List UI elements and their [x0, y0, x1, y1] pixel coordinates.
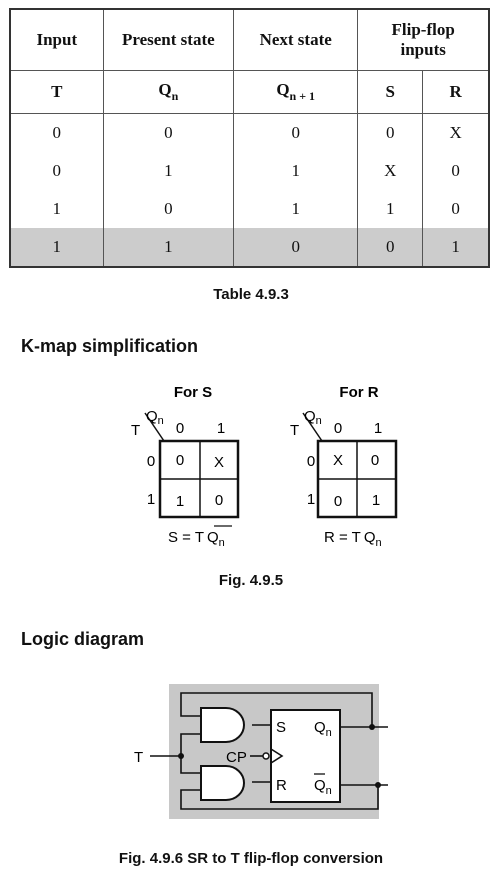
kmap-r-cell: X [333, 452, 343, 469]
kmap-r-cell: 0 [371, 452, 379, 469]
table-cell: 1 [9, 228, 104, 267]
header-input: Input [9, 9, 104, 71]
kmap-s-title: For S [174, 384, 212, 401]
and-gate-upper [200, 707, 245, 743]
table-cell: 0 [9, 113, 104, 152]
logic-diagram: T CP S R Qn Qn [134, 684, 388, 819]
table-caption: Table 4.9.3 [213, 286, 289, 303]
kmap-r-diagonal [302, 412, 323, 442]
and-gate-lower [200, 765, 245, 801]
table-row: 0 0 0 0 X [9, 113, 490, 152]
table-cell: 1 [422, 228, 490, 267]
subheader-t: T [9, 70, 104, 114]
kmap-s-row-0: 0 [147, 453, 155, 470]
table-cell: 1 [102, 228, 235, 267]
truth-table: Input Present state Next state Flip-flop… [9, 8, 490, 268]
header-next-state: Next state [233, 9, 359, 71]
table-row: 0 1 1 X 0 [9, 152, 490, 190]
table-cell: 1 [233, 152, 359, 190]
table-cell: X [422, 113, 490, 152]
kmap-caption: Fig. 4.9.5 [218, 572, 284, 589]
kmap-r-row-var: T [290, 422, 299, 439]
table-cell: 1 [9, 190, 104, 228]
subheader-s: S [357, 70, 424, 114]
table-cell: 0 [9, 152, 104, 190]
table-cell: 0 [102, 190, 235, 228]
kmap-s-cell: 0 [176, 452, 184, 469]
table-row-highlighted: 1 1 0 0 1 [9, 228, 490, 267]
q-label: Qn [314, 719, 332, 739]
table-row: 1 0 1 1 0 [9, 190, 490, 228]
table-cell: 0 [233, 228, 359, 267]
subheader-qn1: Qn + 1 [233, 70, 359, 114]
kmap-r-col-1: 1 [374, 420, 382, 437]
kmap-r-title: For R [339, 384, 378, 401]
table-cell: 0 [357, 228, 424, 267]
sr-flipflop [270, 709, 341, 803]
clock-label: CP [226, 749, 247, 766]
table-cell: 0 [357, 113, 424, 152]
kmap-s-row-var: T [131, 422, 140, 439]
kmap-r-cell: 0 [334, 493, 342, 510]
kmap-s-col-var: Qn [146, 408, 164, 427]
clock-triangle [270, 748, 284, 764]
kmap-r-row-0: 0 [307, 453, 315, 470]
kmap-r-row-1: 1 [307, 491, 315, 508]
subheader-r: R [422, 70, 490, 114]
input-t-label: T [134, 749, 143, 766]
header-flipflop-inputs: Flip-flop inputs [357, 9, 490, 71]
kmap-r-col-0: 0 [334, 420, 342, 437]
subheader-qn: Qn [102, 70, 235, 114]
table-cell: 0 [422, 152, 490, 190]
table-cell: X [357, 152, 424, 190]
kmap-s-cell: X [214, 454, 224, 471]
kmap-s-row-1: 1 [147, 491, 155, 508]
s-label: S [276, 719, 286, 736]
kmap-s-diagonal [144, 412, 165, 442]
q-bar-label: Qn [314, 777, 332, 797]
r-label: R [276, 777, 287, 794]
logic-heading: Logic diagram [21, 629, 145, 649]
table-cell: 0 [422, 190, 490, 228]
kmap-s-cell: 0 [215, 492, 223, 509]
clock-bubble [262, 752, 270, 760]
kmap-s-cell: 1 [176, 493, 184, 510]
table-cell: 0 [102, 113, 235, 152]
table-cell: 1 [357, 190, 424, 228]
table-cell: 1 [233, 190, 359, 228]
kmap-s-col-0: 0 [176, 420, 184, 437]
logic-caption: Fig. 4.9.6 SR to T flip-flop conversion [118, 850, 384, 867]
kmap-r-cell: 1 [372, 492, 380, 509]
kmap-heading: K-map simplification [21, 336, 199, 356]
kmap-s-col-1: 1 [217, 420, 225, 437]
header-present-state: Present state [102, 9, 235, 71]
table-cell: 1 [102, 152, 235, 190]
kmap-r-col-var: Qn [304, 408, 322, 427]
table-cell: 0 [233, 113, 359, 152]
